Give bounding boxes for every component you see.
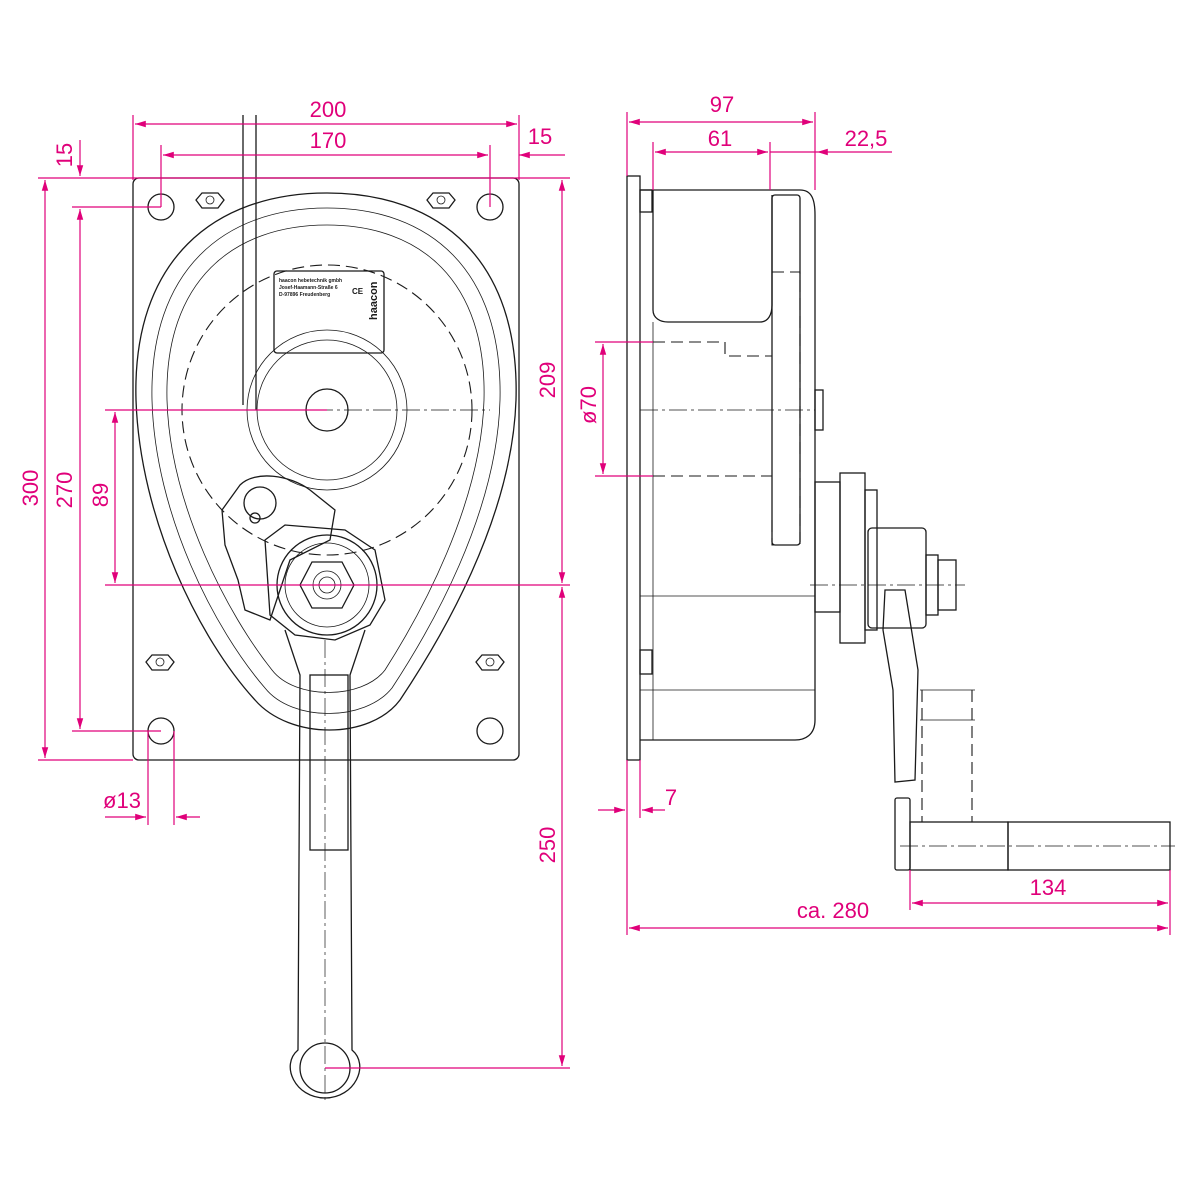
crank-handle [284, 629, 366, 1100]
bolt-top [639, 189, 653, 213]
nuts [145, 192, 505, 671]
dim-edge-right: 15 [528, 124, 552, 149]
dimensions: 200 170 15 15 270 300 89 209 250 ø13 97 … [18, 92, 1171, 1069]
plate-text-1: haacon hebetechnik gmbh [279, 278, 342, 284]
brand-logo: haacon [368, 281, 380, 320]
side-view [626, 175, 1175, 871]
side-housing [640, 189, 816, 741]
dim-drum-diameter: ø70 [576, 386, 601, 424]
dim-width-total: 200 [310, 97, 347, 122]
dim-overall: ca. 280 [797, 898, 869, 923]
plate-text-3: D-97896 Freudenberg [279, 292, 330, 298]
dim-hole-diameter: ø13 [103, 788, 141, 813]
plate-text-2: Josef-Haamann-Straße 6 [279, 285, 338, 291]
dim-crank-length: 250 [535, 827, 560, 864]
side-plate [626, 175, 641, 761]
housing-outline [135, 192, 517, 731]
dim-height-holes: 270 [52, 472, 77, 509]
dim-offset: 22,5 [845, 126, 888, 151]
side-crank-mechanism [810, 472, 975, 822]
bolt-bottom [639, 649, 653, 675]
dim-height-total: 300 [18, 470, 43, 507]
brake-ratchet [221, 475, 386, 641]
dim-top-to-axis: 209 [535, 362, 560, 399]
ce-mark: CE [352, 287, 364, 296]
dim-plate-thickness: 7 [665, 785, 677, 810]
nameplate: haacon hebetechnik gmbh Josef-Haamann-St… [273, 270, 385, 354]
dim-depth-total: 97 [710, 92, 734, 117]
dim-drum-width: 61 [708, 126, 732, 151]
dim-axis-distance: 89 [88, 483, 113, 507]
front-view: haacon hebetechnik gmbh Josef-Haamann-St… [132, 115, 520, 1100]
dim-edge-left: 15 [52, 143, 77, 167]
side-handle [894, 797, 1175, 871]
dim-handle-length: 134 [1030, 875, 1067, 900]
dim-width-holes: 170 [310, 128, 347, 153]
